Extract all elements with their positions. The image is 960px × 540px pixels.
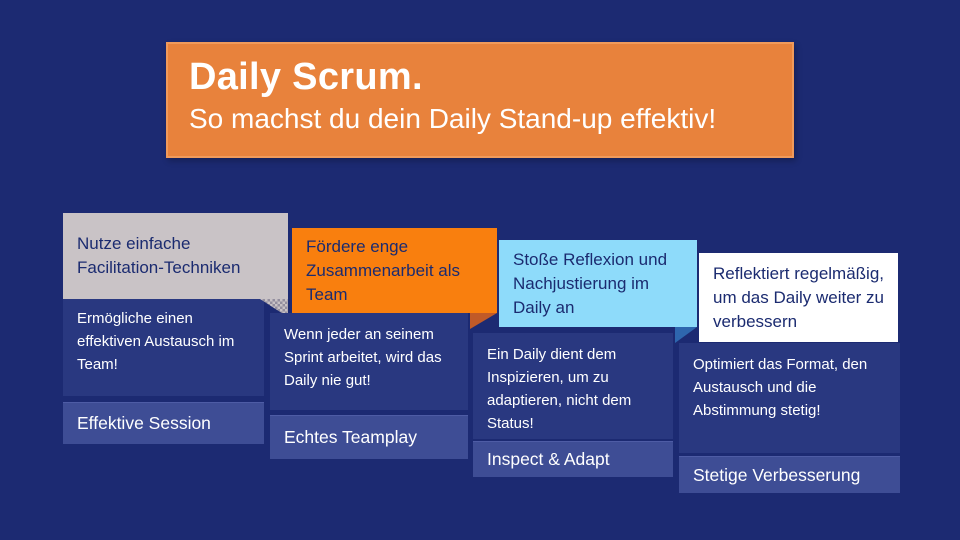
column-4-header-text: Reflektiert regelmäßig, um das Daily wei… bbox=[713, 263, 885, 331]
column-2-label-text: Echtes Teamplay bbox=[284, 427, 417, 447]
column-2-body-text: Wenn jeder an seinem Sprint arbeitet, wi… bbox=[284, 326, 442, 389]
column-3-label-card: Inspect & Adapt bbox=[473, 441, 673, 477]
column-4-body-card: Optimiert das Format, den Austausch und … bbox=[679, 343, 900, 453]
slide-subtitle: So machst du dein Daily Stand-up effekti… bbox=[189, 103, 717, 134]
column-3-body-card: Ein Daily dient dem Inspizieren, um zu a… bbox=[473, 333, 673, 439]
column-4-header-card: Reflektiert regelmäßig, um das Daily wei… bbox=[699, 253, 898, 342]
folded-corner-icon bbox=[675, 327, 697, 343]
title-banner: Daily Scrum. So machst du dein Daily Sta… bbox=[166, 42, 794, 158]
column-3-header-text: Stoße Reflexion und Nachjustierung im Da… bbox=[513, 249, 668, 317]
column-2-header-text: Fördere enge Zusammenarbeit als Team bbox=[306, 236, 461, 304]
column-3-header-card: Stoße Reflexion und Nachjustierung im Da… bbox=[499, 240, 697, 327]
column-1-body-card: Ermögliche einen effektiven Austausch im… bbox=[63, 297, 264, 396]
column-3-label-text: Inspect & Adapt bbox=[487, 449, 610, 469]
folded-corner-icon bbox=[470, 313, 497, 329]
column-3-body-text: Ein Daily dient dem Inspizieren, um zu a… bbox=[487, 346, 632, 432]
column-1-body-text: Ermögliche einen effektiven Austausch im… bbox=[77, 310, 235, 373]
column-4-label-card: Stetige Verbesserung bbox=[679, 456, 900, 493]
column-1-label-card: Effektive Session bbox=[63, 402, 264, 444]
column-1-header-card: Nutze einfache Facilitation-Techniken bbox=[63, 213, 288, 299]
column-2-label-card: Echtes Teamplay bbox=[270, 415, 468, 459]
column-1-header-text: Nutze einfache Facilitation-Techniken bbox=[77, 234, 241, 277]
column-2-body-card: Wenn jeder an seinem Sprint arbeitet, wi… bbox=[270, 313, 468, 410]
slide-title: Daily Scrum. bbox=[189, 56, 423, 98]
column-4-body-text: Optimiert das Format, den Austausch und … bbox=[693, 356, 868, 419]
column-2-header-card: Fördere enge Zusammenarbeit als Team bbox=[292, 228, 497, 313]
column-1-label-text: Effektive Session bbox=[77, 413, 211, 433]
column-4-label-text: Stetige Verbesserung bbox=[693, 464, 861, 485]
